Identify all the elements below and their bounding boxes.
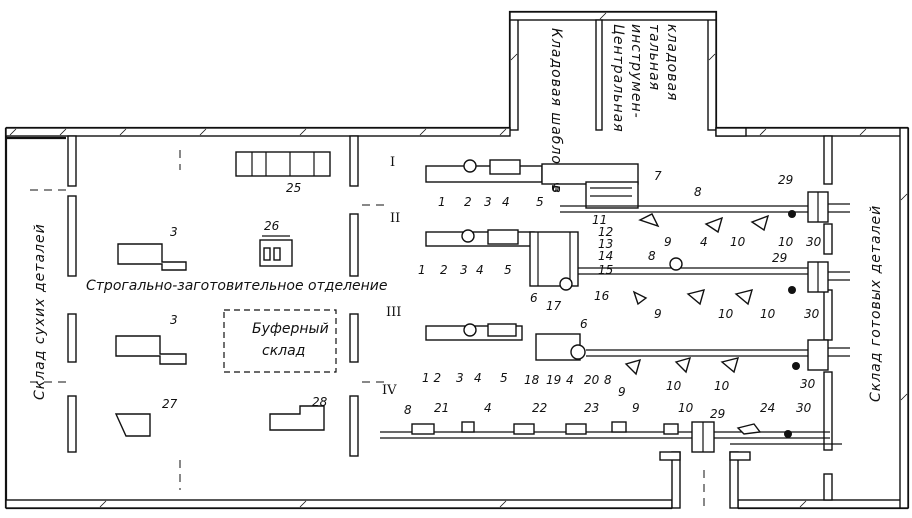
buffer-storage-label-2: склад xyxy=(262,343,305,359)
label-II-29: 29 xyxy=(772,251,787,265)
label-I-30: 30 xyxy=(806,235,822,249)
planing-department-label: Строгально-заготовительное отделение xyxy=(86,278,388,294)
label-25: 25 xyxy=(286,181,301,195)
room-labels: Кладовая шаблонов Центральная инструмен-… xyxy=(32,24,884,402)
line-IV: IV xyxy=(382,383,397,398)
label-IV-22: 22 xyxy=(532,401,547,415)
label-II-30: 30 xyxy=(804,307,820,321)
label-III-19: 19 xyxy=(546,373,561,387)
label-III-5: 5 xyxy=(500,371,508,385)
label-II-10d: 10 xyxy=(760,307,776,321)
label-III-12: 1 2 xyxy=(422,371,441,385)
label-II-17: 17 xyxy=(546,299,562,313)
label-II-16: 16 xyxy=(594,289,610,303)
left-hall-equipment xyxy=(114,151,331,437)
label-27: 27 xyxy=(162,397,178,411)
label-III-10: 10 xyxy=(666,379,682,393)
machine-3-b xyxy=(115,335,187,365)
tool-storage-label-2: инструмен- xyxy=(628,24,644,119)
line-II: II xyxy=(390,211,400,226)
machine-27 xyxy=(114,413,151,437)
label-I-1: 1 xyxy=(438,195,446,209)
label-I-29: 29 xyxy=(778,173,793,187)
machine-28 xyxy=(269,405,325,431)
label-I-3: 3 xyxy=(484,195,492,209)
label-II-4b: 4 xyxy=(700,235,708,249)
label-I-2: 2 xyxy=(464,195,472,209)
label-II-10b: 10 xyxy=(778,235,794,249)
label-II-11: 11 xyxy=(592,213,607,227)
label-II-10c: 10 xyxy=(718,307,734,321)
label-3b: 3 xyxy=(170,313,178,327)
label-III-3: 3 xyxy=(456,371,464,385)
production-line-I xyxy=(425,159,850,223)
label-III-9: 9 xyxy=(618,385,626,399)
label-3a: 3 xyxy=(170,225,178,239)
label-IV-30: 30 xyxy=(796,401,812,415)
label-III-8: 8 xyxy=(604,373,612,387)
label-IV-23: 23 xyxy=(584,401,599,415)
outer-walls xyxy=(4,10,910,510)
label-III-4: 4 xyxy=(474,371,482,385)
axis-lines xyxy=(30,150,705,512)
line-III: III xyxy=(386,305,401,320)
label-III-30: 30 xyxy=(800,377,816,391)
tool-storage-label-4: кладовая xyxy=(664,24,680,101)
production-line-II xyxy=(425,213,850,306)
label-II-13: 13 xyxy=(598,237,613,251)
label-IV-29: 29 xyxy=(710,407,725,421)
label-I-8: 8 xyxy=(694,185,702,199)
label-II-3: 3 xyxy=(460,263,468,277)
production-line-IV xyxy=(380,421,842,453)
label-II-6: 6 xyxy=(530,291,538,305)
label-II-8: 8 xyxy=(648,249,656,263)
label-II-1: 1 xyxy=(418,263,426,277)
label-26: 26 xyxy=(264,219,280,233)
wall-hatching xyxy=(9,12,908,508)
buffer-storage-label-1: Буферный xyxy=(252,321,329,337)
label-I-4: 4 xyxy=(502,195,510,209)
equipment-numbers: 3 26 25 3 27 28 1 2 3 4 5 6 7 8 29 30 1 … xyxy=(162,169,822,421)
label-IV-21: 21 xyxy=(434,401,449,415)
label-I-7: 7 xyxy=(654,169,662,183)
label-II-12: 12 xyxy=(598,225,613,239)
label-I-5: 5 xyxy=(536,195,544,209)
label-I-6: 6 xyxy=(552,181,560,195)
label-IV-4: 4 xyxy=(484,401,492,415)
label-II-14: 14 xyxy=(598,249,613,263)
label-II-9b: 9 xyxy=(654,307,662,321)
production-line-III xyxy=(425,323,850,376)
label-III-18: 18 xyxy=(524,373,540,387)
label-II-10: 10 xyxy=(730,235,746,249)
label-II-5: 5 xyxy=(504,263,512,277)
line-I: I xyxy=(390,155,395,170)
machine-3-a xyxy=(117,243,187,271)
label-II-15: 15 xyxy=(598,263,613,277)
line-numerals: I II III IV xyxy=(382,155,401,398)
label-28: 28 xyxy=(312,395,328,409)
label-III-6: 6 xyxy=(580,317,588,331)
label-IV-8: 8 xyxy=(404,403,412,417)
label-III-10b: 10 xyxy=(714,379,730,393)
label-II-4: 4 xyxy=(476,263,484,277)
label-IV-9: 9 xyxy=(632,401,640,415)
finished-parts-storage-label: Склад готовых деталей xyxy=(868,205,884,402)
label-III-20: 20 xyxy=(584,373,600,387)
tool-storage-label-1: Центральная xyxy=(610,24,626,133)
templates-storage-label: Кладовая шаблонов xyxy=(548,28,564,194)
machine-25 xyxy=(235,151,331,177)
label-III-4b: 4 xyxy=(566,373,574,387)
label-IV-10: 10 xyxy=(678,401,694,415)
dry-parts-storage-label: Склад сухих деталей xyxy=(32,223,48,400)
buffer-storage-box xyxy=(223,309,337,373)
label-II-9: 9 xyxy=(664,235,672,249)
label-IV-24: 24 xyxy=(760,401,775,415)
label-II-2: 2 xyxy=(440,263,448,277)
tool-storage-label-3: тальная xyxy=(646,24,662,91)
